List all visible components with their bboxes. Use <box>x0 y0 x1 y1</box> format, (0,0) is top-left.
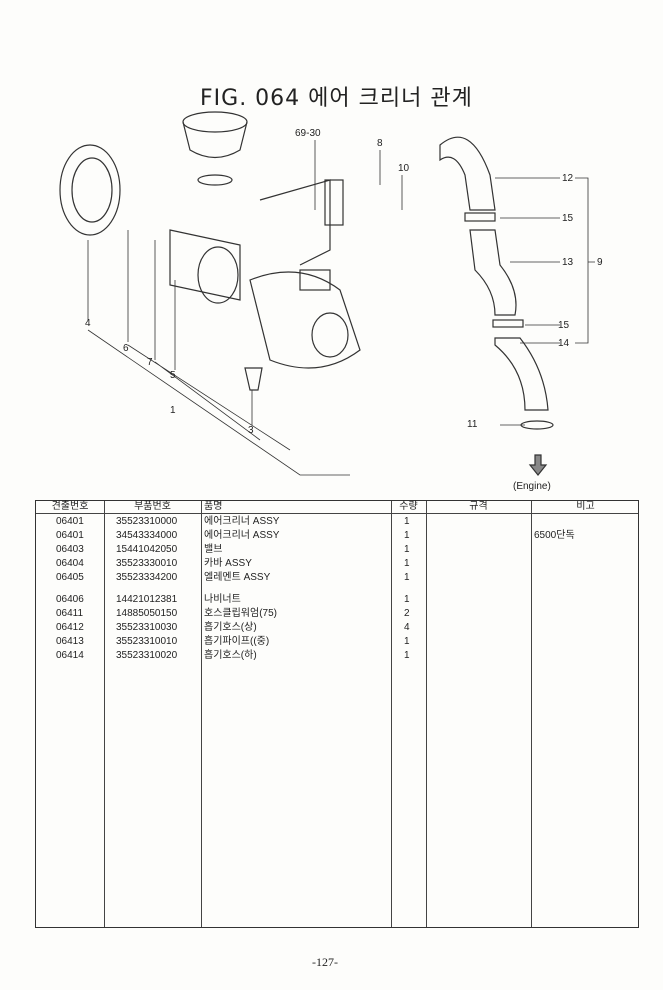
callout-3: 3 <box>248 425 254 436</box>
callout-69-30: 69-30 <box>295 128 321 139</box>
cell-name: 흡기호스(상) <box>204 622 257 633</box>
table-row: 06413 35523310010 흡기파이프((중) 1 <box>36 635 638 648</box>
cell-ref: 06412 <box>56 622 84 633</box>
top-cap-part <box>182 111 248 186</box>
header-spec: 규격 <box>469 501 488 512</box>
cell-ref: 06411 <box>56 608 84 619</box>
header-note: 비고 <box>576 501 595 512</box>
callout-15-upper: 15 <box>562 213 574 224</box>
table-row: 06412 35523310030 흡기호스(상) 4 <box>36 621 638 634</box>
callout-10: 10 <box>398 163 410 174</box>
cell-name: 흡기호스(하) <box>204 650 257 661</box>
cell-ref: 06413 <box>56 636 84 647</box>
leader-lines <box>87 140 595 476</box>
cell-part: 35523310000 <box>116 516 178 527</box>
table-row: 06414 35523310020 흡기호스(하) 1 <box>36 649 638 662</box>
callout-11: 11 <box>467 419 478 430</box>
cell-name: 나비너트 <box>204 594 241 605</box>
callout-6: 6 <box>123 343 129 354</box>
parts-table: 견출번호 부품번호 품명 수량 규격 비고 06401 35523310000 에어… <box>35 500 639 928</box>
valve-part <box>244 367 263 391</box>
table-row: 06411 14885050150 호스클립워엄(75) 2 <box>36 607 638 620</box>
cell-ref: 06404 <box>56 558 84 569</box>
header-ref-no: 견출번호 <box>51 501 89 512</box>
cell-part: 35523310020 <box>116 650 178 661</box>
cell-part: 35523334200 <box>116 572 178 583</box>
cell-ref: 06401 <box>56 530 84 541</box>
header-part-name: 품명 <box>204 501 223 512</box>
cell-qty: 1 <box>404 516 410 527</box>
cell-qty: 1 <box>404 650 410 661</box>
table-row: 06406 14421012381 나비너트 1 <box>36 593 638 606</box>
cell-part: 34543334000 <box>116 530 178 541</box>
callout-4: 4 <box>85 318 91 329</box>
table-row: 06401 35523310000 에어크리너 ASSY 1 <box>36 515 638 528</box>
callout-5: 5 <box>170 370 176 381</box>
cell-qty: 2 <box>404 608 410 619</box>
cell-qty: 1 <box>404 572 410 583</box>
cell-qty: 1 <box>404 530 410 541</box>
housing-part <box>249 179 361 369</box>
cell-name: 엘레멘트 ASSY <box>204 572 271 583</box>
cell-note: 6500단독 <box>534 530 575 541</box>
col-divider <box>104 501 105 927</box>
cell-part: 35523310010 <box>116 636 178 647</box>
hose-parts <box>439 136 554 430</box>
cell-part: 35523330010 <box>116 558 178 569</box>
table-row: 06404 35523330010 카바 ASSY 1 <box>36 557 638 570</box>
engine-label: (Engine) <box>513 481 551 492</box>
cell-name: 호스클립워엄(75) <box>204 608 277 619</box>
figure-title: FIG. 064 에어 크리너 관계 <box>200 86 473 111</box>
cap-cover-part <box>59 144 121 236</box>
cell-ref: 06403 <box>56 544 84 555</box>
col-divider <box>426 501 427 927</box>
cell-qty: 1 <box>404 544 410 555</box>
air-cleaner-exploded-diagram <box>59 111 595 476</box>
col-divider <box>391 501 392 927</box>
callout-9: 9 <box>597 257 603 268</box>
cell-name: 에어크리너 ASSY <box>204 530 280 541</box>
header-qty: 수량 <box>399 501 418 512</box>
cell-name: 흡기파이프((중) <box>204 636 270 647</box>
cell-name: 에어크리너 ASSY <box>204 516 280 527</box>
engine-arrow-icon <box>528 454 548 476</box>
table-row: 06401 34543334000 에어크리너 ASSY 1 6500단독 <box>36 529 638 542</box>
cell-part: 14421012381 <box>116 594 178 605</box>
cell-name: 밸브 <box>204 544 223 555</box>
callout-13: 13 <box>562 257 574 268</box>
cell-qty: 1 <box>404 558 410 569</box>
col-divider <box>531 501 532 927</box>
callout-15-lower: 15 <box>558 320 570 331</box>
table-row: 06403 15441042050 밸브 1 <box>36 543 638 556</box>
cell-ref: 06401 <box>56 516 84 527</box>
cell-qty: 1 <box>404 594 410 605</box>
cell-ref: 06405 <box>56 572 84 583</box>
callout-1: 1 <box>170 405 176 416</box>
callout-8: 8 <box>377 138 383 149</box>
cell-qty: 4 <box>404 622 410 633</box>
page-number: -127- <box>312 955 338 969</box>
cell-qty: 1 <box>404 636 410 647</box>
cell-part: 15441042050 <box>116 544 178 555</box>
header-divider <box>36 513 638 514</box>
element-part <box>169 229 241 304</box>
cell-name: 카바 ASSY <box>204 558 252 569</box>
callout-7: 7 <box>147 357 153 368</box>
callout-14: 14 <box>558 338 570 349</box>
col-divider <box>201 501 202 927</box>
cell-part: 14885050150 <box>116 608 178 619</box>
cell-part: 35523310030 <box>116 622 178 633</box>
header-part-no: 부품번호 <box>134 501 171 512</box>
cell-ref: 06414 <box>56 650 84 661</box>
callout-12: 12 <box>562 173 574 184</box>
table-row: 06405 35523334200 엘레멘트 ASSY 1 <box>36 571 638 584</box>
cell-ref: 06406 <box>56 594 84 605</box>
